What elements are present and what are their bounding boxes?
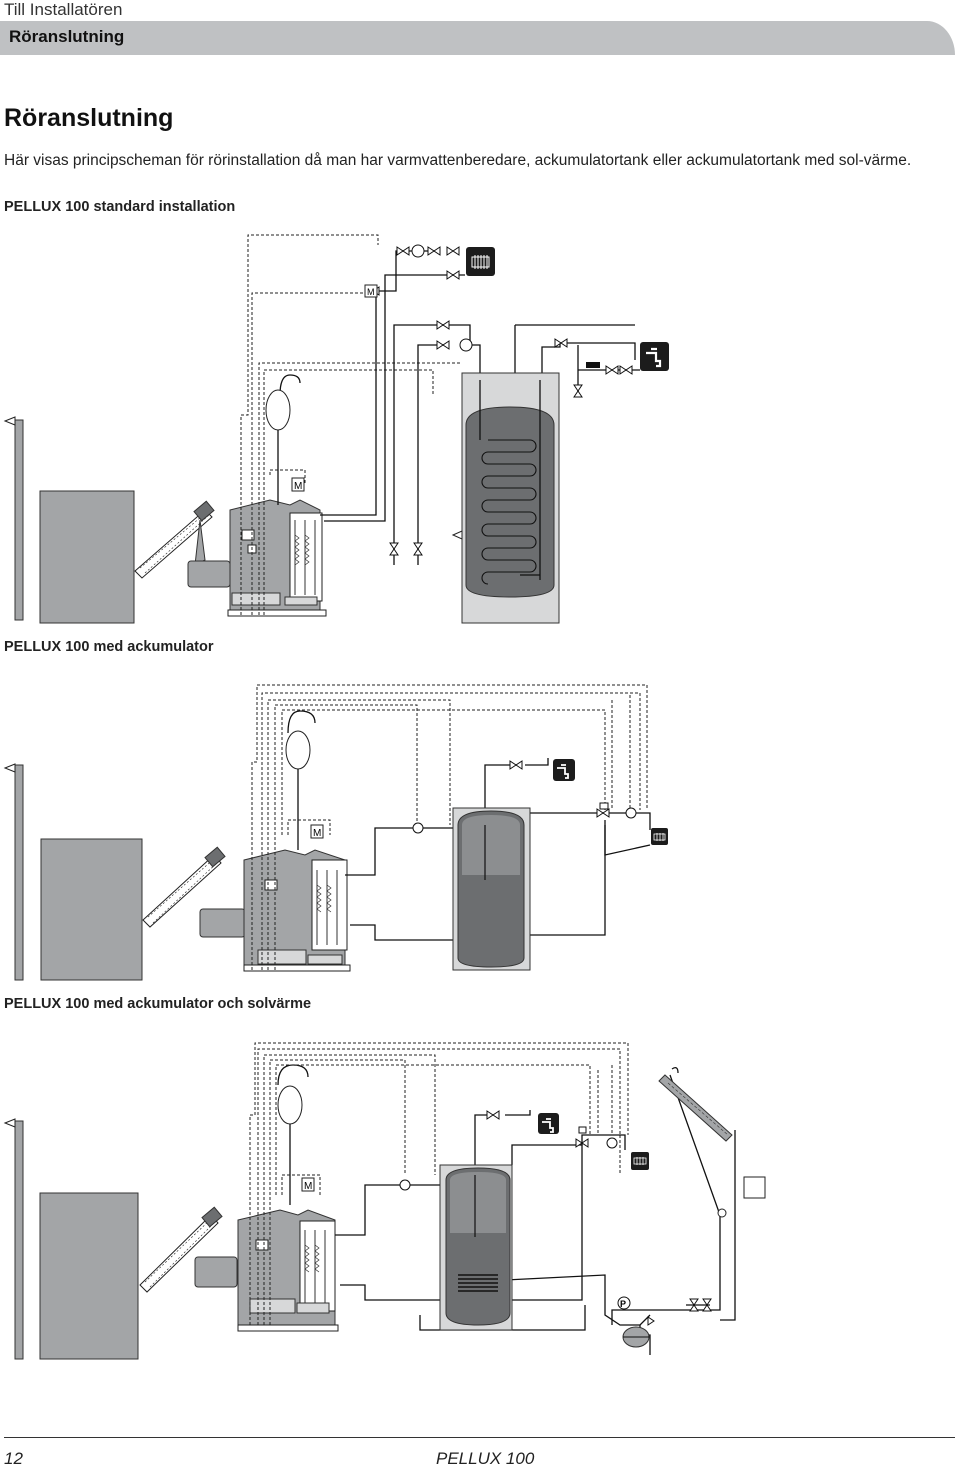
radiator-icon: [466, 247, 495, 276]
boiler: [227, 499, 327, 617]
diagram-caption-accumulator: PELLUX 100 med ackumulator: [4, 639, 214, 655]
tap-icon: [640, 342, 669, 371]
expansion-vessel: [285, 710, 316, 850]
boiler: [243, 849, 351, 972]
motor-box: [301, 1177, 315, 1192]
mixing-valve-motor-label: M: [367, 287, 375, 297]
pressure-gauge-label: P: [620, 1299, 626, 1309]
motor-box: [291, 477, 305, 492]
water-heater: [451, 372, 560, 624]
accumulator-tank: [452, 807, 531, 971]
silo-wall: [14, 764, 24, 981]
motor-label: M: [313, 828, 321, 839]
boiler: [237, 1209, 339, 1332]
solar-collector: [658, 1067, 733, 1142]
mixing-valve-motor: [364, 284, 378, 298]
diagram-accumulator: M: [3, 684, 668, 981]
motor-box: [310, 824, 324, 839]
header-subsection-label: Röranslutning: [9, 27, 125, 46]
diagram-caption-standard: PELLUX 100 standard installation: [4, 199, 236, 215]
page-title: Röranslutning: [4, 104, 174, 132]
solar-pump: [717, 1208, 727, 1218]
pellet-storage: [39, 490, 135, 624]
tap-icon: [538, 1113, 559, 1134]
footer-product-name: PELLUX 100: [436, 1449, 535, 1468]
filter: [586, 362, 600, 368]
radiator-icon: [631, 1152, 649, 1170]
motor-label: M: [304, 1181, 312, 1192]
solar-expansion-vessel: [622, 1326, 650, 1348]
footer-rule: [4, 1437, 955, 1438]
pellet-storage: [39, 1192, 139, 1360]
radiator-icon: [651, 828, 668, 845]
pellet-auger: [142, 846, 269, 938]
valve-set: [399, 1110, 712, 1326]
solar-controller: [743, 1176, 766, 1199]
expansion-vessel: [265, 374, 301, 505]
header-band: [0, 21, 955, 55]
accumulator-tank: [439, 1164, 513, 1331]
motor-label: M: [294, 481, 302, 492]
valve-set: [412, 760, 637, 834]
intro-paragraph: Här visas principscheman för rörinstalla…: [4, 152, 912, 169]
diagram-caption-solar: PELLUX 100 med ackumulator och solvärme: [4, 996, 312, 1012]
silo-wall: [14, 419, 24, 621]
diagram-standard-installation: M M: [3, 234, 669, 624]
diagram-accumulator-solar: M P: [3, 1042, 766, 1360]
silo-wall: [14, 1120, 24, 1360]
header-section-label: Till Installatören: [4, 0, 123, 19]
pellet-storage: [40, 838, 143, 981]
page-number: 12: [4, 1449, 23, 1468]
tap-icon: [553, 759, 575, 781]
